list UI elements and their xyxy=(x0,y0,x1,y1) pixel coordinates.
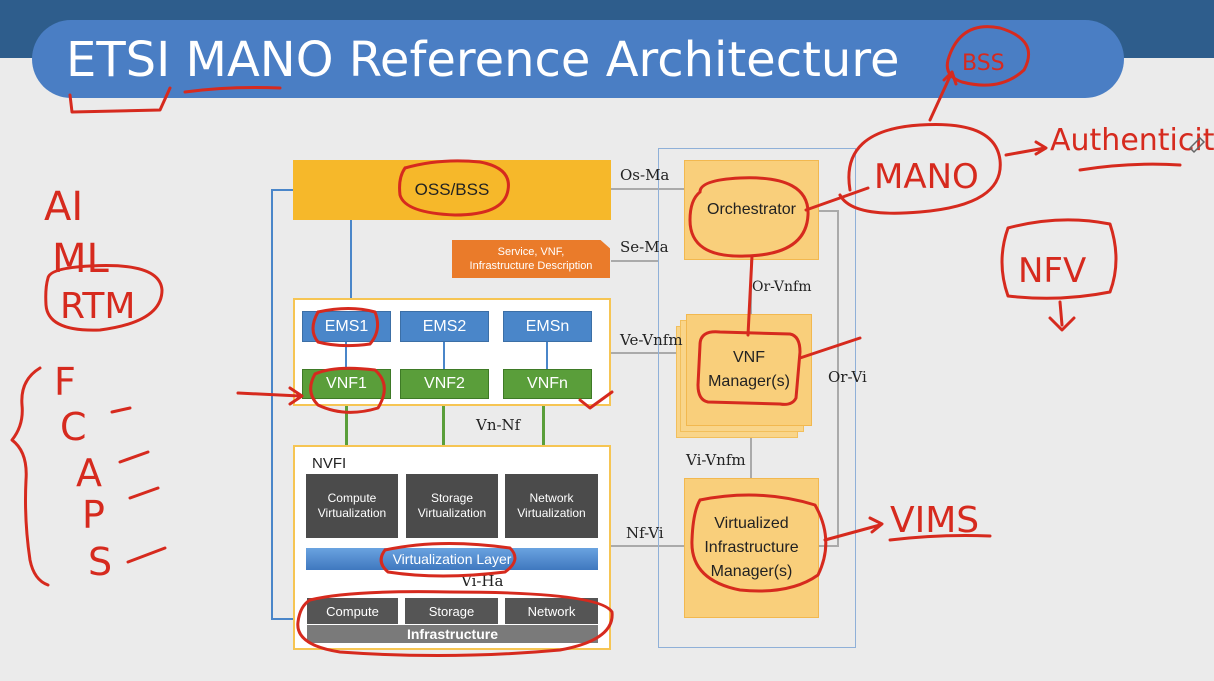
connector-or-vi-vertical xyxy=(837,210,839,547)
vims-underline xyxy=(888,534,992,542)
connector-ems2-vnf2 xyxy=(443,342,445,369)
ems1-block: EMS1 xyxy=(302,311,391,342)
service-description-block: Service, VNF, Infrastructure Description xyxy=(452,240,610,278)
network-virt-line-1: Network xyxy=(529,491,574,505)
connector-vnfn-nvfi xyxy=(542,404,545,446)
connector-oss-left xyxy=(271,189,293,191)
vim-line-1: Virtualized xyxy=(714,515,789,532)
annotation-nfv: NFV xyxy=(1018,251,1086,291)
nfv-loop xyxy=(1000,218,1118,300)
oss-bss-block: OSS/BSS xyxy=(293,160,611,220)
label-vn-nf: Vn-Nf xyxy=(476,416,521,434)
connector-left-bottom xyxy=(271,618,307,620)
vnf-manager-line-1: VNF xyxy=(733,349,765,366)
connector-oss-ems xyxy=(350,220,352,300)
emsn-block: EMSn xyxy=(503,311,592,342)
description-line-2: Infrastructure Description xyxy=(469,260,593,272)
vnf1-block: VNF1 xyxy=(302,369,391,399)
label-ve-vnfm: Ve-Vnfm xyxy=(620,331,683,349)
label-vi-ha: Vi-Ha xyxy=(461,572,504,590)
nvfi-label: NVFI xyxy=(312,455,347,472)
connector-ems1-vnf1 xyxy=(345,342,347,369)
mano-dashed-boundary xyxy=(658,148,856,648)
label-or-vi: Or-Vi xyxy=(828,368,867,386)
nfv-down-arrow xyxy=(1048,300,1076,332)
fcaps-dash-p xyxy=(128,486,160,500)
annotation-ml: ML xyxy=(52,236,110,282)
annotation-authenticity: Authenticity xyxy=(1050,123,1214,158)
fcaps-brace xyxy=(10,366,50,587)
vnf2-block: VNF2 xyxy=(400,369,489,399)
hardware-storage: Storage xyxy=(405,598,498,624)
annotation-mano: MANO xyxy=(874,157,979,197)
infrastructure-bar: Infrastructure xyxy=(307,625,598,643)
orchestrator-block: Orchestrator xyxy=(684,160,819,260)
label-vi-vnfm: Vi-Vnfm xyxy=(686,451,746,469)
connector-nf-vi xyxy=(611,545,686,547)
annotation-rtm: RTM xyxy=(60,286,135,327)
annotation-c: C xyxy=(60,405,87,449)
vim-line-2: Infrastructure xyxy=(704,539,799,556)
storage-virt-line-1: Storage xyxy=(430,491,473,505)
hardware-network: Network xyxy=(505,598,598,624)
vnf-manager-line-2: Manager(s) xyxy=(708,373,790,390)
connector-vnf1-nvfi xyxy=(345,404,348,446)
connector-os-ma xyxy=(611,188,686,190)
hardware-compute: Compute xyxy=(307,598,398,624)
authenticity-underline xyxy=(1078,162,1182,172)
connector-vi-vnfm xyxy=(750,438,752,478)
rtm-loop xyxy=(44,264,164,332)
mano-to-authenticity-arrow xyxy=(1004,140,1048,157)
connector-ve-vnfm xyxy=(611,352,676,354)
mano-loop xyxy=(838,122,1002,215)
fcaps-dash-a xyxy=(118,450,150,464)
label-or-vnfm: Or-Vnfm xyxy=(752,279,812,295)
pencil-cursor-icon xyxy=(1188,136,1206,154)
vnfn-block: VNFn xyxy=(503,369,592,399)
connector-or-vi-bottom xyxy=(819,545,839,547)
virtualization-layer: Virtualization Layer xyxy=(306,548,598,570)
annotation-f: F xyxy=(54,360,76,404)
annotation-p: P xyxy=(82,493,105,537)
annotation-a: A xyxy=(76,451,102,495)
label-os-ma: Os-Ma xyxy=(620,166,670,184)
connector-left-vertical xyxy=(271,189,273,620)
connector-vnf2-nvfi xyxy=(442,404,445,446)
compute-virt-line-2: Virtualization xyxy=(317,506,387,520)
annotation-ai: AI xyxy=(44,184,83,230)
annotation-s: S xyxy=(88,540,112,584)
compute-virt-line-1: Compute xyxy=(327,491,377,505)
network-virt-line-2: Virtualization xyxy=(517,506,586,520)
fcaps-dash-c xyxy=(110,406,132,414)
label-nf-vi: Nf-Vi xyxy=(626,524,664,542)
fcaps-dash-s xyxy=(126,546,167,564)
connector-emsn-vnfn xyxy=(546,342,548,369)
connector-se-ma xyxy=(611,260,658,262)
vnf-manager-block: VNF Manager(s) xyxy=(686,314,812,426)
ems2-block: EMS2 xyxy=(400,311,489,342)
label-se-ma: Se-Ma xyxy=(620,238,669,256)
annotation-vims: VIMS xyxy=(890,500,979,541)
slide-title: ETSI MANO Reference Architecture xyxy=(66,32,900,88)
description-line-1: Service, VNF, xyxy=(497,246,565,258)
storage-virt-line-2: Virtualization xyxy=(417,506,487,520)
vim-line-3: Manager(s) xyxy=(710,563,793,580)
